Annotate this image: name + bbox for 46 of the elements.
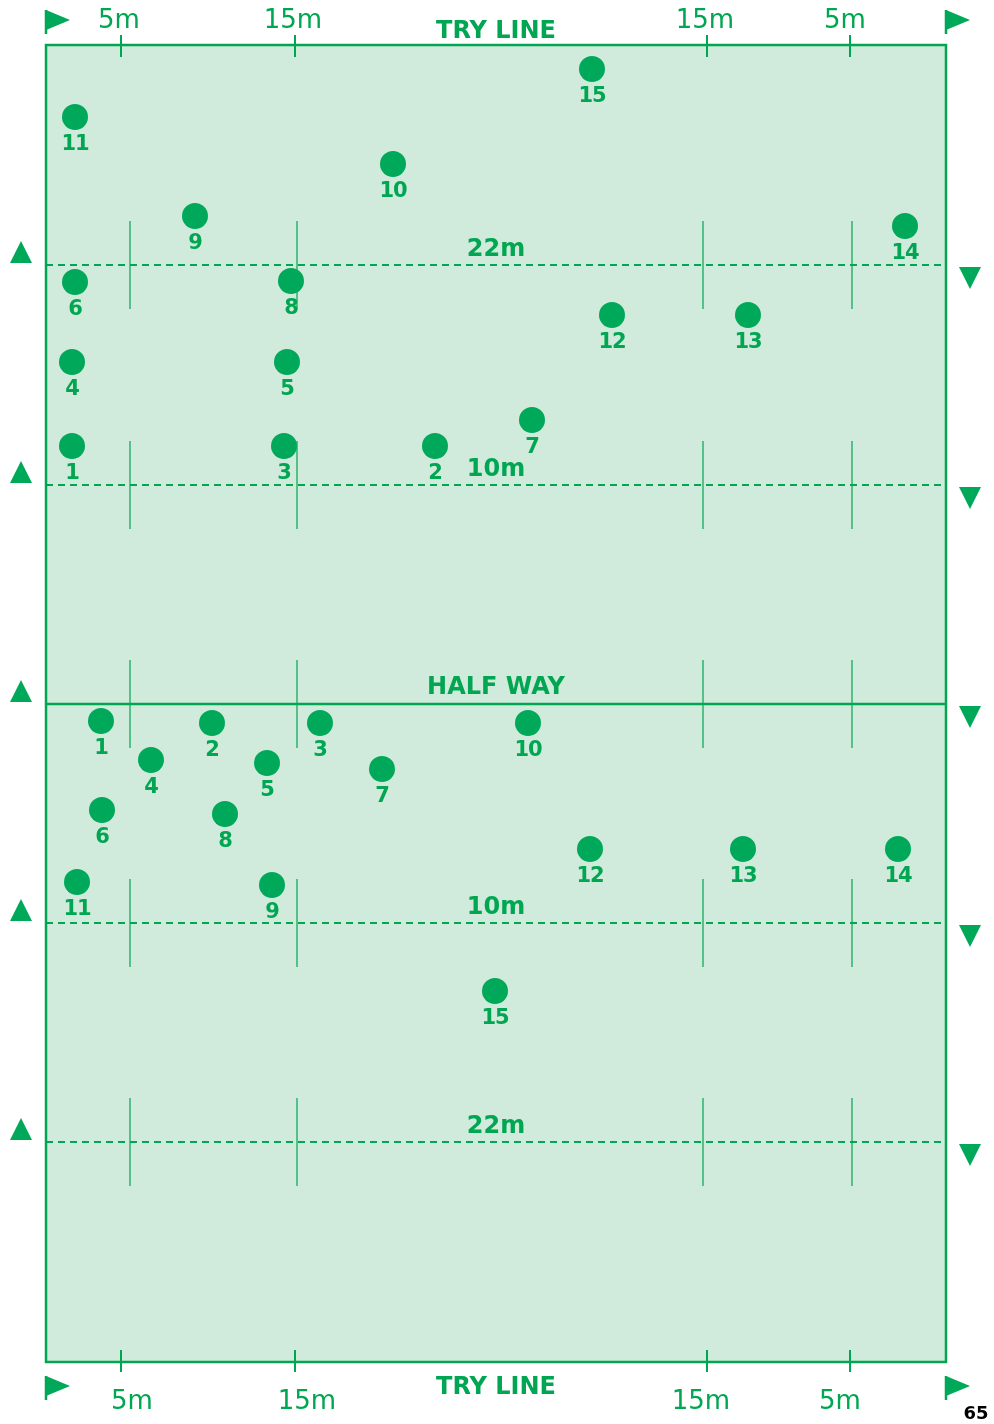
distance-label: 5m (819, 1387, 861, 1413)
player-number: 2 (428, 461, 442, 483)
line-label: 10m (466, 894, 526, 918)
player-number: 7 (525, 435, 539, 457)
distance-label: 5m (824, 6, 866, 32)
player-number: 4 (144, 775, 158, 797)
player-number: 15 (481, 1006, 509, 1028)
player-number: 8 (218, 829, 232, 851)
player-number: 6 (68, 297, 82, 319)
line-label: 22m (466, 236, 526, 260)
player-number: 8 (284, 296, 298, 318)
distance-label: 15m (675, 6, 735, 32)
distance-label: 15m (277, 1387, 337, 1413)
player-number: 1 (94, 736, 108, 758)
line-label: 22m (466, 1113, 526, 1137)
player-number: 2 (205, 738, 219, 760)
player-number: 12 (598, 330, 626, 352)
player-number: 9 (188, 231, 202, 253)
player-number: 11 (61, 132, 89, 154)
player-number: 3 (313, 738, 327, 760)
player-number: 10 (514, 738, 542, 760)
player-number: 14 (891, 241, 919, 263)
player-number: 3 (277, 461, 291, 483)
player-number: 5 (280, 377, 294, 399)
player-number: 1 (65, 461, 79, 483)
player-number: 15 (578, 84, 606, 106)
player-number: 6 (95, 825, 109, 847)
player-number: 12 (576, 864, 604, 886)
line-label: TRY LINE (436, 18, 556, 42)
player-number: 13 (729, 864, 757, 886)
page-number: 65 (963, 1404, 989, 1422)
player-number: 7 (375, 784, 389, 806)
line-label: TRY LINE (436, 1374, 556, 1398)
distance-label: 15m (263, 6, 323, 32)
line-label: HALF WAY (427, 674, 565, 698)
distance-label: 5m (111, 1387, 153, 1413)
player-number: 10 (379, 179, 407, 201)
distance-label: 15m (671, 1387, 731, 1413)
distance-label: 5m (98, 6, 140, 32)
line-label: 10m (466, 456, 526, 480)
player-number: 14 (884, 864, 912, 886)
player-number: 13 (734, 330, 762, 352)
player-number: 9 (265, 900, 279, 922)
player-number: 5 (260, 778, 274, 800)
player-number: 4 (65, 377, 79, 399)
player-number: 11 (63, 897, 91, 919)
